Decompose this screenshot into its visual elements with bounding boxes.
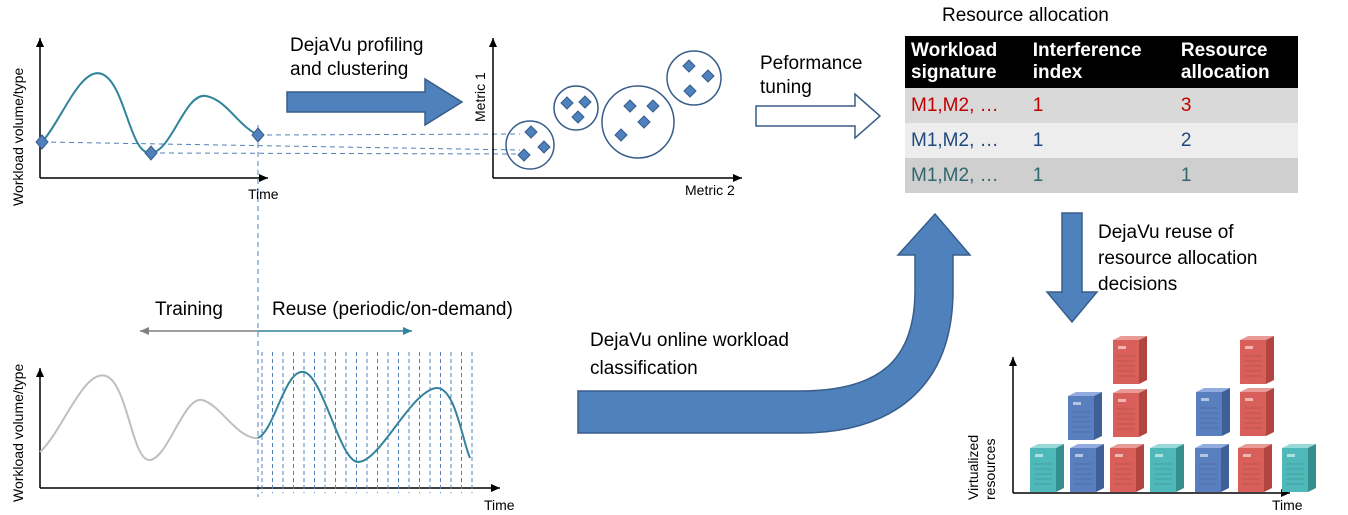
tuning-label: Peformance tuning bbox=[760, 52, 862, 100]
tuning-arrow bbox=[755, 92, 882, 140]
reuse-label: Reuse (periodic/on-demand) bbox=[272, 299, 513, 320]
projection-lines bbox=[41, 125, 521, 497]
reuse-decisions-line-2: resource allocation bbox=[1098, 248, 1258, 269]
reuse-curve bbox=[257, 370, 471, 464]
profiling-label: DejaVu profiling and clustering bbox=[290, 34, 423, 82]
server-icon bbox=[1150, 444, 1184, 492]
server-icon bbox=[1070, 444, 1104, 492]
profiling-label-line-2: and clustering bbox=[290, 59, 409, 80]
cluster-2 bbox=[553, 85, 599, 131]
cell-interference: 1 bbox=[1026, 88, 1175, 123]
server-icon bbox=[1240, 336, 1274, 384]
online-classification-line-2: classification bbox=[590, 358, 698, 379]
resource-allocation-title: Resource allocation bbox=[942, 5, 1109, 26]
table-row: M1,M2, … 1 1 bbox=[905, 158, 1298, 193]
metric2-label: Metric 2 bbox=[685, 182, 735, 198]
cluster-4 bbox=[666, 50, 722, 106]
table-row: M1,M2, … 1 3 bbox=[905, 88, 1298, 123]
training-label: Training bbox=[155, 299, 223, 320]
table-row: M1,M2, … 1 2 bbox=[905, 123, 1298, 158]
virtualized-line-2: resources bbox=[982, 438, 998, 500]
virtualized-line-1: Virtualized bbox=[965, 434, 981, 500]
top-y-axis-label: Workload volume/type bbox=[10, 67, 26, 206]
cluster-1 bbox=[505, 120, 555, 170]
diamond-marker-icon bbox=[517, 59, 715, 162]
top-workload-chart bbox=[35, 38, 521, 497]
server-icon bbox=[1195, 444, 1229, 492]
bottom-x-axis-label: Time bbox=[484, 497, 515, 513]
server-icon bbox=[1196, 388, 1230, 436]
training-curve bbox=[39, 374, 259, 462]
tuning-label-line-2: tuning bbox=[760, 77, 812, 98]
metric1-label: Metric 1 bbox=[472, 72, 488, 122]
diamond-marker-icon bbox=[35, 127, 265, 161]
virtualized-resources-chart bbox=[1009, 336, 1316, 497]
cell-signature: M1,M2, … bbox=[905, 123, 1027, 158]
reuse-decisions-line-3: decisions bbox=[1098, 274, 1178, 295]
top-x-axis-label: Time bbox=[248, 186, 279, 202]
reuse-decisions-label: DejaVu reuse of resource allocation deci… bbox=[1098, 220, 1257, 298]
cell-allocation: 2 bbox=[1174, 123, 1298, 158]
bottom-y-axis-label: Workload volume/type bbox=[10, 363, 26, 502]
profiling-label-line-1: DejaVu profiling bbox=[290, 35, 424, 56]
cell-allocation: 3 bbox=[1174, 88, 1298, 123]
resources-time-label: Time bbox=[1272, 497, 1303, 513]
cluster-scatter-plot bbox=[489, 38, 742, 182]
online-classification-label: DejaVu online workload classification bbox=[590, 327, 789, 383]
reuse-decisions-arrow bbox=[1045, 212, 1099, 324]
server-icon bbox=[1068, 392, 1102, 440]
server-icon bbox=[1110, 444, 1144, 492]
virtualized-resources-label: Virtualized resources bbox=[965, 435, 999, 500]
profiling-arrow bbox=[286, 77, 464, 127]
cell-interference: 1 bbox=[1026, 158, 1175, 193]
bottom-workload-chart bbox=[36, 327, 500, 493]
server-icon bbox=[1238, 444, 1272, 492]
cell-signature: M1,M2, … bbox=[905, 158, 1027, 193]
cell-allocation: 1 bbox=[1174, 158, 1298, 193]
top-workload-curve bbox=[41, 72, 259, 155]
server-icon bbox=[1030, 444, 1064, 492]
online-classification-arrow bbox=[577, 212, 972, 434]
server-icon bbox=[1240, 388, 1274, 436]
reuse-decisions-line-1: DejaVu reuse of bbox=[1098, 222, 1234, 243]
server-icon bbox=[1113, 336, 1147, 384]
cell-interference: 1 bbox=[1026, 123, 1175, 158]
server-stack bbox=[1030, 336, 1316, 492]
server-icon bbox=[1282, 444, 1316, 492]
cluster-3 bbox=[601, 85, 675, 159]
cell-signature: M1,M2, … bbox=[905, 88, 1027, 123]
server-icon bbox=[1113, 389, 1147, 437]
reuse-sampling-lines bbox=[261, 352, 473, 493]
online-classification-line-1: DejaVu online workload bbox=[590, 330, 789, 351]
tuning-label-line-1: Peformance bbox=[760, 53, 863, 74]
